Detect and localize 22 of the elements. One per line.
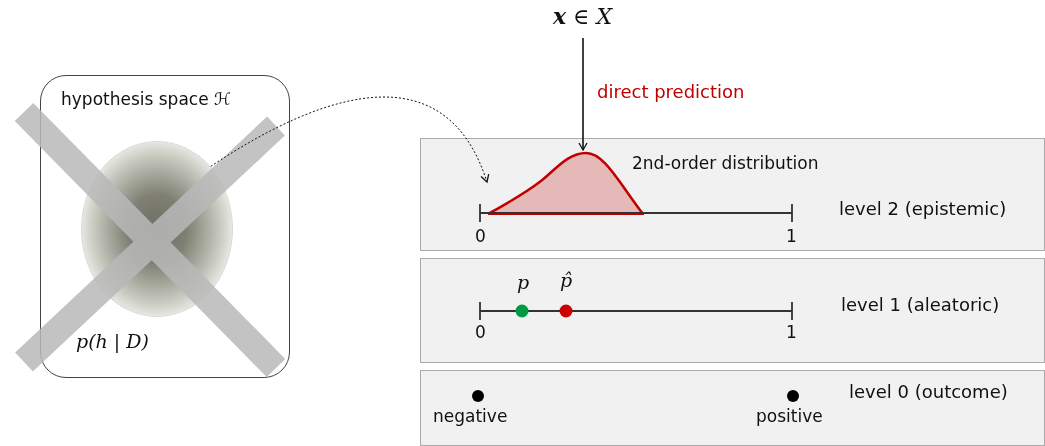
curve-caption: 2nd-order distribution [632, 154, 819, 173]
arrow [578, 37, 588, 151]
arrow [210, 96, 489, 183]
posterior-label: p(h | D) [76, 331, 149, 352]
space-label: hypothesis space ℋ [61, 90, 231, 109]
tick-label: 1 [786, 227, 797, 246]
level-label: level 2 (epistemic) [839, 199, 1007, 219]
tick-label: negative [433, 407, 508, 426]
tick-label: 1 [786, 323, 797, 342]
level-band [420, 370, 1045, 446]
level-band [420, 138, 1045, 251]
tick-label: 0 [475, 323, 486, 342]
level-label: level 1 (aleatoric) [841, 295, 1000, 315]
point-label: p [517, 272, 530, 293]
tick-label: positive [756, 407, 823, 426]
level-band [420, 258, 1045, 363]
hypothesis-space-box [40, 75, 290, 378]
tick-label: 0 [475, 227, 486, 246]
math-label: x ∈ X [553, 4, 613, 30]
edge-label: direct prediction [597, 82, 745, 102]
point-label: p̂ [560, 270, 573, 291]
level-label: level 0 (outcome) [849, 382, 1008, 402]
